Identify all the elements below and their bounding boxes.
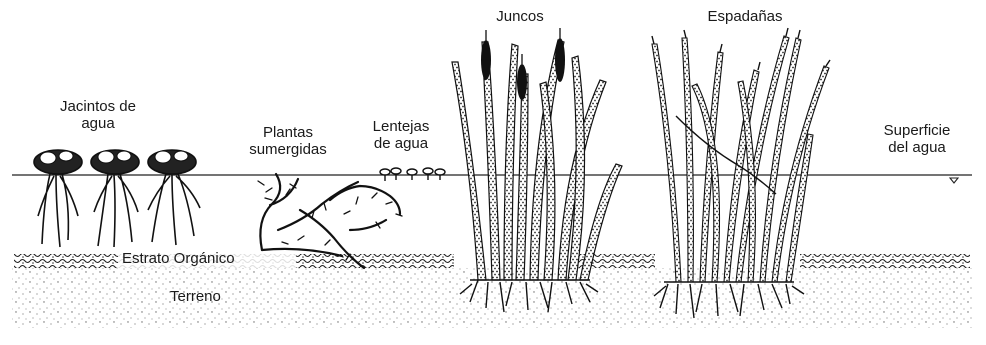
label-soil: Terreno	[170, 288, 221, 305]
label-duckweed: Lentejas de agua	[346, 118, 456, 152]
label-water-surface-line1: Superficie	[862, 122, 972, 139]
label-water-surface-line2: del agua	[862, 139, 972, 156]
label-submerged-plants-line2: sumergidas	[228, 141, 348, 158]
label-water-hyacinth-line1: Jacintos de	[38, 98, 158, 115]
label-cattails-text: Espadañas	[690, 8, 800, 25]
label-duckweed-line1: Lentejas	[346, 118, 456, 135]
label-reeds-text: Juncos	[480, 8, 560, 25]
label-water-surface: Superficie del agua	[862, 122, 972, 156]
label-cattails: Espadañas	[690, 8, 800, 25]
label-duckweed-line2: de agua	[346, 135, 456, 152]
water-hyacinth-plants	[34, 150, 200, 247]
label-organic-stratum: Estrato Orgánico	[122, 250, 235, 267]
label-submerged-plants: Plantas sumergidas	[228, 124, 348, 158]
label-reeds: Juncos	[480, 8, 560, 25]
label-water-hyacinth: Jacintos de agua	[38, 98, 158, 132]
water-surface-marker-icon	[950, 178, 958, 183]
label-water-hyacinth-line2: agua	[38, 115, 158, 132]
label-submerged-plants-line1: Plantas	[228, 124, 348, 141]
